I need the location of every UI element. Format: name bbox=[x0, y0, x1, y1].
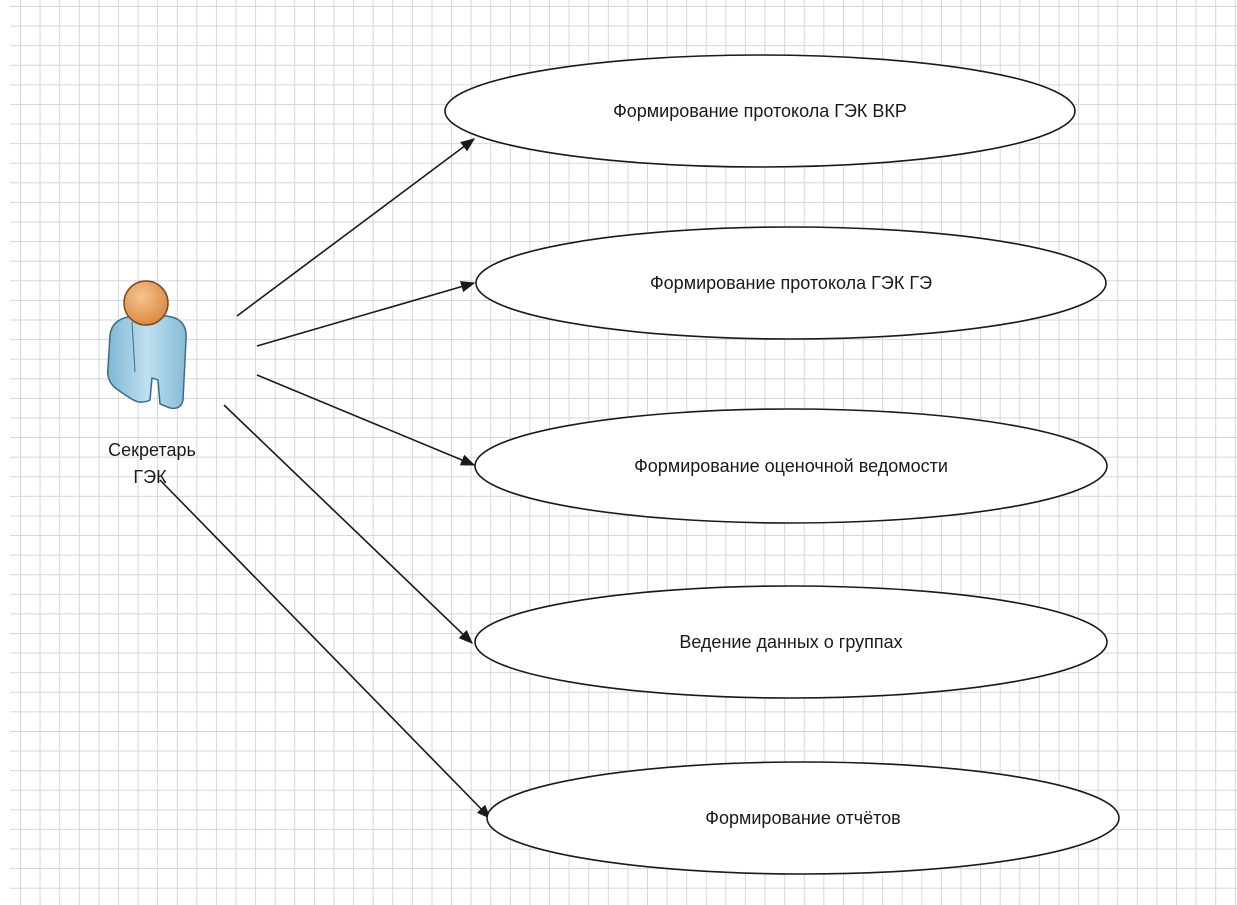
use-case-1[interactable]: Формирование протокола ГЭК ВКР bbox=[444, 54, 1076, 168]
associations bbox=[159, 138, 492, 820]
association-line bbox=[256, 281, 476, 347]
use-case-2[interactable]: Формирование протокола ГЭК ГЭ bbox=[475, 226, 1107, 340]
use-case-label: Ведение данных о группах bbox=[679, 632, 902, 652]
use-case-4[interactable]: Ведение данных о группах bbox=[474, 585, 1108, 699]
actor[interactable]: Секретарь ГЭК bbox=[106, 280, 196, 487]
association-line bbox=[223, 404, 474, 644]
use-case-label: Формирование протокола ГЭК ВКР bbox=[613, 101, 907, 121]
use-case-3[interactable]: Формирование оценочной ведомости bbox=[474, 408, 1108, 524]
association-line bbox=[236, 138, 476, 317]
actor-name-line2: ГЭК bbox=[133, 467, 167, 487]
use-case-label: Формирование оценочной ведомости bbox=[634, 456, 948, 476]
use-case-5[interactable]: Формирование отчётов bbox=[486, 761, 1120, 875]
association-line bbox=[159, 479, 492, 820]
use-case-label: Формирование отчётов bbox=[705, 808, 900, 828]
actor-name-line1: Секретарь bbox=[108, 440, 196, 460]
user-icon bbox=[106, 280, 187, 410]
association-line bbox=[256, 374, 476, 466]
use-case-label: Формирование протокола ГЭК ГЭ bbox=[650, 273, 932, 293]
